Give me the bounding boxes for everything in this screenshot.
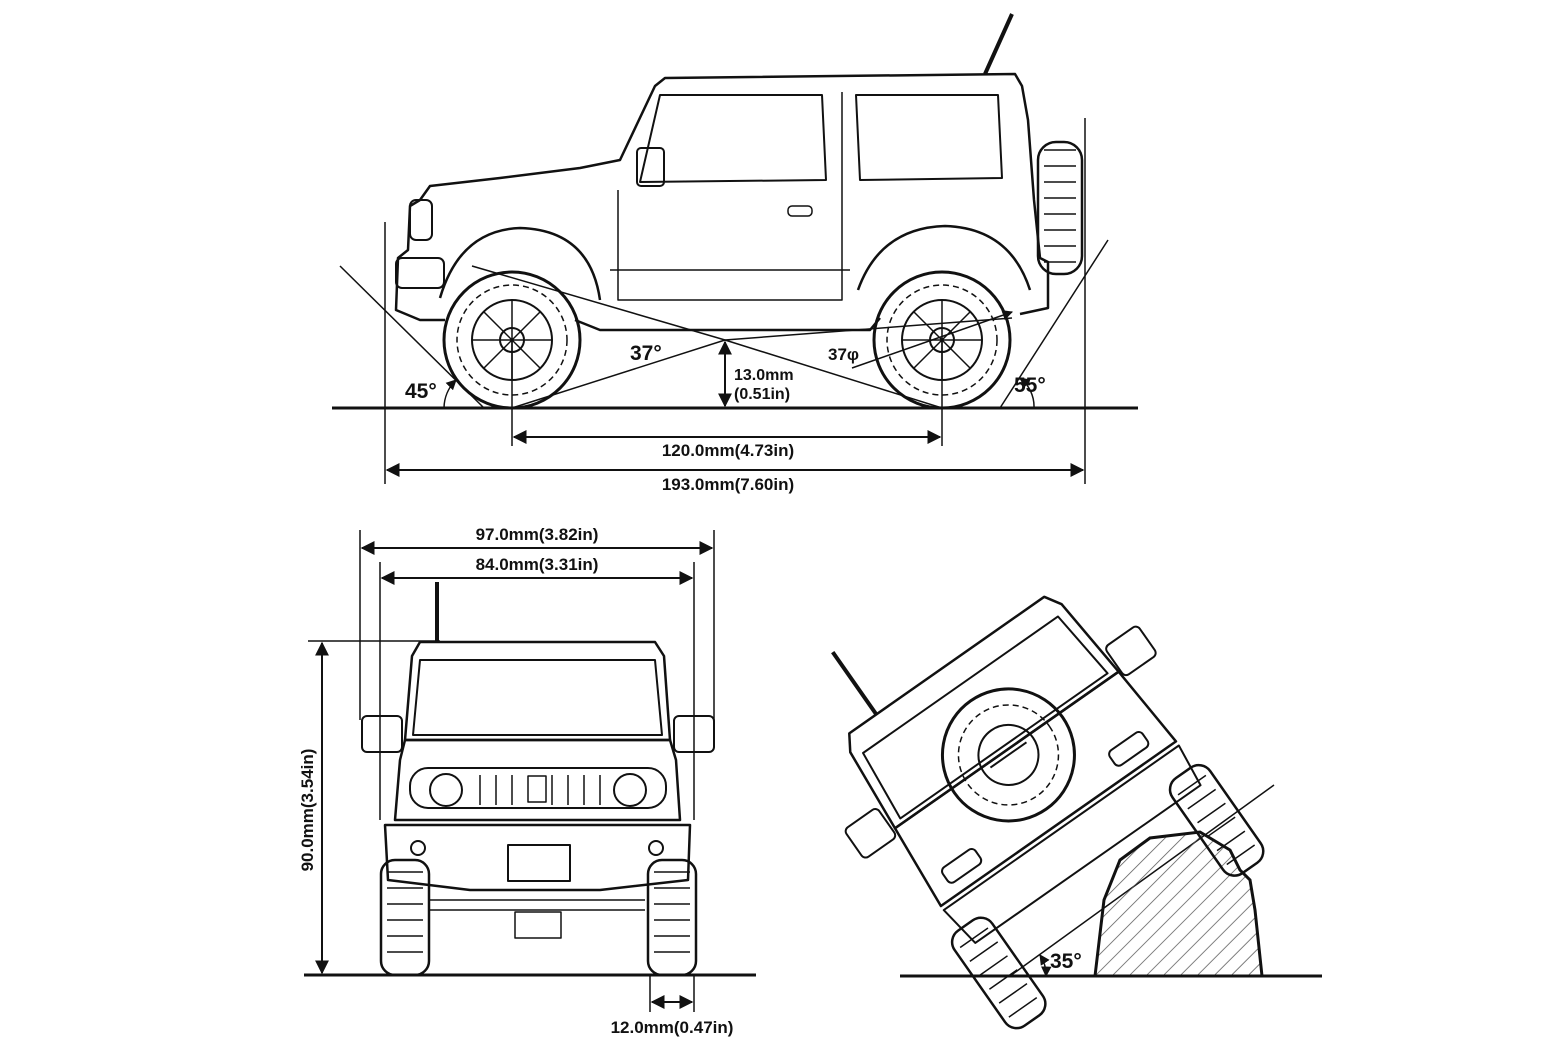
approach-angle-label: 45° <box>405 380 437 403</box>
approach-angle-line <box>339 265 485 409</box>
breakover-line-rear-lower <box>724 339 943 409</box>
tire-diameter-label: 37φ <box>828 345 859 364</box>
slope-angle-arc <box>1039 954 1052 978</box>
slope-angle-label: 35° <box>1050 950 1082 973</box>
departure-angle-label: 55° <box>1014 374 1046 397</box>
front-vehicle-body <box>361 582 715 939</box>
breakover-line-front-lower <box>511 339 726 409</box>
ground-clearance-in-label: (0.51in) <box>734 386 790 403</box>
front-view: 97.0mm(3.82in) 84.0mm(3.31in) 90.0mm(3.5… <box>298 525 756 1037</box>
tilt-view: 35° <box>831 595 1322 1030</box>
overall-width-label: 97.0mm(3.82in) <box>476 525 599 544</box>
front-left-tire <box>379 858 431 977</box>
wheelbase-label: 120.0mm(4.73in) <box>662 441 794 460</box>
tilted-vehicle <box>831 595 1265 1030</box>
side-vehicle-body <box>394 13 1084 332</box>
breakover-line-front <box>471 265 726 341</box>
side-view: 120.0mm(4.73in) 193.0mm(7.60in) 13.0mm (… <box>332 13 1138 494</box>
approach-angle-arc <box>443 379 457 409</box>
body-width-label: 84.0mm(3.31in) <box>476 555 599 574</box>
breakover-line-rear <box>724 317 1013 341</box>
height-label: 90.0mm(3.54in) <box>298 749 317 872</box>
ground-clearance-mm-label: 13.0mm <box>734 367 794 384</box>
tire-diameter-leader <box>851 310 1013 369</box>
departure-angle-arc <box>1019 377 1035 409</box>
tire-width-label: 12.0mm(0.47in) <box>611 1018 734 1037</box>
breakover-angle-label: 37° <box>630 342 662 365</box>
front-right-tire <box>646 858 698 977</box>
departure-angle-line <box>999 239 1109 409</box>
rock-obstacle <box>1093 830 1264 978</box>
overall-length-label: 193.0mm(7.60in) <box>662 475 794 494</box>
